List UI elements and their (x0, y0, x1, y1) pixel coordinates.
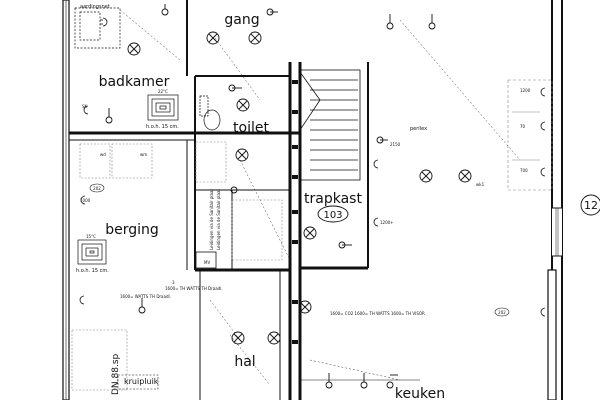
socket-icon (100, 17, 108, 27)
circle-label: 202 (93, 186, 101, 191)
light-fixture-icon (267, 331, 281, 345)
ceiling-point-icon (266, 8, 278, 16)
light-fixture-icon (419, 169, 433, 183)
label-3: 3 (172, 280, 175, 285)
circle-markers (89, 183, 510, 317)
watts-draadl-hal: 1600= TH WATTS TH Draadl. (165, 286, 223, 291)
kruipluik-hatch (117, 374, 159, 390)
light-fixture-icon (235, 148, 249, 162)
ceiling-point-icon (376, 136, 388, 144)
light-fixture-icon (248, 31, 262, 45)
ceiling-point-icon (338, 241, 352, 249)
room-number-tag: 103 (317, 205, 349, 223)
num-1200: 1200 (520, 88, 531, 93)
floor-height-badkamer: h.o.h. 15 cm. (146, 124, 179, 130)
socket-icon (540, 87, 546, 97)
room-label-hal: hal (234, 354, 255, 370)
aardingsnet-label: aardingsnet (80, 4, 110, 10)
floor-temp-badkamer: 22°C (158, 89, 168, 94)
light-fixture-icon (236, 98, 250, 112)
ceiling-point-icon (428, 14, 436, 30)
label-sk: SK (82, 104, 88, 109)
ceiling-point-icon (228, 84, 242, 92)
room-label-trapkast: trapkast (304, 191, 362, 207)
watts-th-visor: 1600= CO2 1600= TH WATTS 1600= TH VISOR (330, 311, 425, 316)
socket-icon (540, 307, 546, 317)
mv-label: MV (204, 260, 210, 265)
ceiling-point-icon (161, 4, 169, 16)
socket-icon (79, 295, 85, 305)
dn-sp-label: DN.88.sp (111, 353, 121, 395)
floor-height-berging: h.o.h. 15 cm. (76, 268, 109, 274)
ceiling-point-icon (230, 186, 244, 194)
num-1200-plus: 1200+ (380, 220, 394, 225)
socket-icon (373, 159, 379, 169)
staircase (299, 69, 361, 181)
num-700: 700 (520, 168, 528, 173)
ceiling-point-icon (386, 374, 398, 389)
num-70: 70 (520, 124, 526, 129)
num-2150: 2150 (390, 142, 401, 147)
ceiling-point-icon (360, 373, 368, 389)
berging-floor-heating (77, 239, 107, 265)
num-1000: 1000 (80, 198, 91, 203)
light-fixture-icon (458, 169, 472, 183)
light-fixtures (127, 31, 472, 345)
light-fixture-icon (206, 31, 220, 45)
ceiling-point-icon (105, 108, 113, 124)
wk1-label: wk1 (476, 182, 485, 187)
wiring-lines (119, 9, 521, 386)
watts-draadl-berging: 1600= WATTS TH Draadl. (120, 294, 171, 299)
room-label-keuken: keuken (395, 386, 445, 400)
label-wd: wd (100, 152, 106, 157)
light-fixture-icon (298, 300, 312, 314)
pipe-markers (292, 80, 298, 344)
room-label-toilet: toilet (233, 120, 269, 136)
room-label-gang: gang (224, 12, 259, 28)
circle-label: 202 (498, 310, 506, 315)
toilet-fixture (199, 95, 221, 131)
light-fixture-icon (127, 42, 141, 56)
room-label-badkamer: badkamer (99, 74, 170, 90)
ceiling-point-icon (386, 14, 394, 30)
axis-marker: 12 (580, 194, 600, 216)
badkamer-fixtures (74, 7, 179, 121)
socket-icon (83, 105, 89, 115)
socket-icon (540, 121, 546, 131)
socket-icon (80, 195, 86, 205)
washing-area (71, 141, 283, 391)
floor-temp-berging: 15°C (86, 234, 96, 239)
perilex-label: perilex (410, 126, 427, 132)
room-number: 103 (323, 210, 342, 221)
light-fixture-icon (231, 331, 245, 345)
vertical-note: Leidingen via de Sanitair plaat (209, 189, 214, 250)
sockets (79, 17, 546, 317)
socket-icon (540, 167, 546, 177)
axis-number: 12 (584, 199, 598, 212)
label-wm: wm (140, 152, 147, 157)
ceiling-point-icon (325, 373, 333, 389)
room-label-berging: berging (105, 222, 159, 238)
kruipluik-label: kruipluik (124, 377, 159, 386)
vertical-note-2: Leidingen via de Sanitair plaat (216, 189, 221, 250)
ceiling-point-icon (138, 298, 146, 314)
switch-symbols (105, 4, 436, 389)
socket-icon (373, 217, 379, 227)
light-fixture-icon (303, 226, 317, 240)
